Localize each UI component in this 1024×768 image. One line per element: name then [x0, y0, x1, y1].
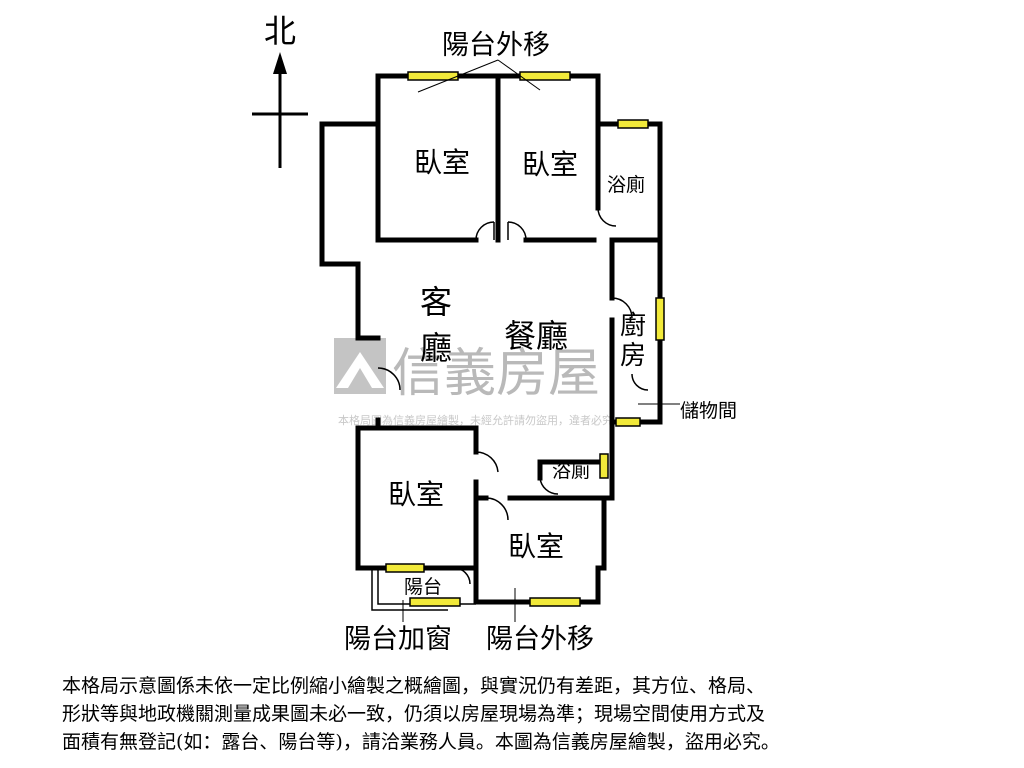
window-balcony	[409, 597, 461, 607]
door-kitchen	[611, 297, 633, 319]
window-storage	[615, 417, 641, 427]
disclaimer-line-2: 形狀等與地政機關測量成果圖未必一致，仍須以房屋現場為準；現場空間使用方式及	[62, 703, 766, 725]
room-kitchen-1: 廚	[620, 311, 646, 341]
watermark-brand: 信義房屋	[392, 344, 600, 404]
room-bath-ne: 浴廁	[607, 173, 645, 196]
room-living-1: 客	[420, 283, 452, 321]
windows	[385, 71, 665, 607]
watermark-logo-icon	[334, 338, 386, 394]
room-bedroom-s: 臥室	[508, 530, 564, 563]
room-bedroom-n: 臥室	[522, 148, 578, 181]
disclaimer: 本格局示意圖係未依一定比例縮小繪製之概繪圖，與實況仍有差距，其方位、格局、 形狀…	[62, 672, 962, 756]
door-balcony	[453, 567, 471, 585]
room-bedroom-nw: 臥室	[414, 146, 470, 179]
watermark: 信義房屋 本格局圖為信義房屋繪製，未經允許請勿盜用，違者必究	[334, 338, 613, 427]
compass: 北	[252, 12, 308, 168]
door-bedroom-s	[485, 497, 509, 521]
room-labels: 臥室 臥室 浴廁 客 廳 餐廳 廚 房 儲物間 浴廁 臥室 臥室 陽台	[388, 146, 737, 598]
door-bath-s	[539, 477, 559, 495]
annotation-balcony-moved-top: 陽台外移	[442, 30, 550, 61]
walls	[319, 73, 663, 605]
room-dining: 餐廳	[504, 317, 568, 355]
window-bedroom-s	[529, 597, 581, 607]
doors	[377, 207, 649, 585]
door-bedroom-nw	[475, 221, 495, 241]
window-bath-ne	[617, 119, 649, 129]
disclaimer-line-1: 本格局示意圖係未依一定比例縮小繪製之概繪圖，與實況仍有差距，其方位、格局、	[62, 675, 766, 697]
room-bedroom-sw: 臥室	[388, 478, 444, 511]
room-living-2: 廳	[420, 329, 452, 367]
window-bath-s	[599, 453, 609, 479]
room-kitchen-2: 房	[620, 341, 646, 371]
disclaimer-line-3: 面積有無登記(如：露台、陽台等)，請洽業務人員。本圖為信義房屋繪製，盜用必究。	[62, 731, 780, 753]
door-bath-ne	[597, 207, 617, 227]
window-kitchen	[655, 297, 665, 341]
room-bath-s: 浴廁	[552, 459, 590, 482]
room-storage: 儲物間	[680, 400, 737, 422]
north-label: 北	[264, 12, 296, 50]
door-bedroom-sw	[475, 451, 499, 473]
door-bedroom-n	[507, 221, 527, 241]
door-living	[377, 367, 401, 391]
north-arrow-icon	[273, 52, 287, 74]
annotations: 陽台外移 陽台加窗 陽台外移	[344, 30, 594, 655]
leader-lines	[402, 59, 680, 622]
door-storage	[631, 373, 649, 391]
annotation-balcony-moved-bottom: 陽台外移	[486, 624, 594, 655]
annotation-balcony-window: 陽台加窗	[344, 624, 452, 655]
window-bedroom-n	[519, 71, 571, 81]
watermark-notice: 本格局圖為信義房屋繪製，未經允許請勿盜用，違者必究	[338, 413, 613, 427]
room-balcony: 陽台	[404, 576, 442, 598]
window-bedroom-sw	[385, 563, 425, 573]
